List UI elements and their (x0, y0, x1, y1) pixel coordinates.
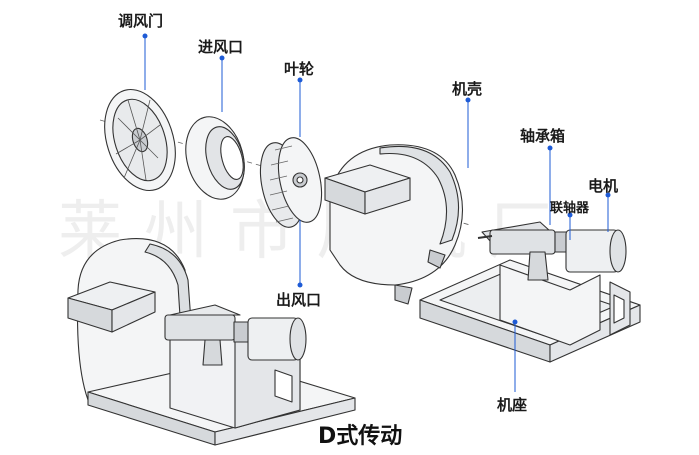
label-coupling: 联轴器 (550, 201, 590, 216)
label-impeller: 叶轮 (284, 60, 315, 78)
damper-part (104, 88, 176, 192)
drive-type-caption: D式传动 (318, 424, 403, 449)
casing-part (324, 144, 463, 305)
label-bearing-box: 轴承箱 (520, 127, 566, 145)
right-drive-assembly (477, 221, 627, 281)
assembled-fan (67, 238, 356, 446)
label-motor: 电机 (588, 177, 619, 195)
leader-lines (144, 36, 609, 392)
label-base: 机座 (497, 396, 528, 414)
label-casing: 机壳 (452, 80, 483, 98)
right-base-part (419, 259, 641, 363)
impeller-part (259, 137, 323, 228)
inlet-part (185, 116, 245, 200)
label-outlet: 出风口 (276, 291, 322, 309)
label-inlet: 进风口 (198, 38, 244, 56)
leader-dots (142, 33, 611, 325)
label-damper: 调风门 (118, 12, 164, 30)
